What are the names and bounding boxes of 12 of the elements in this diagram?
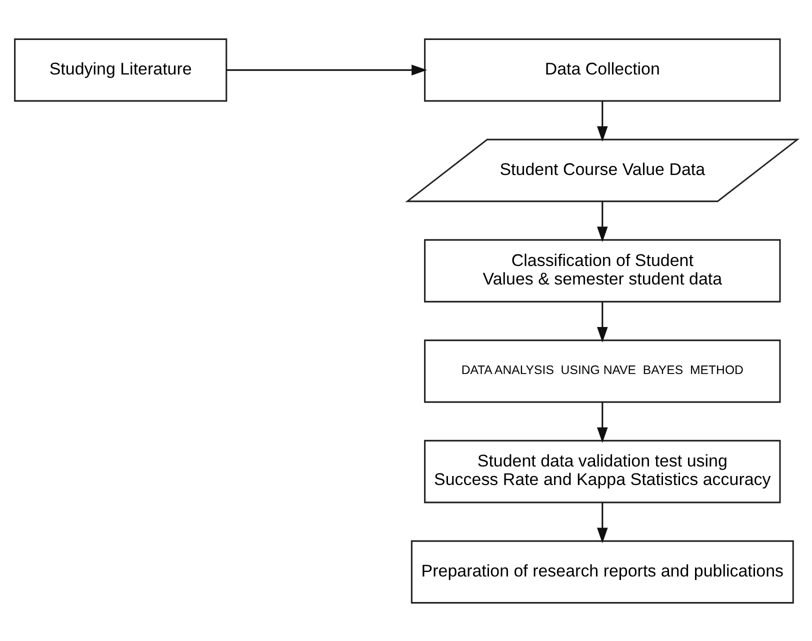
arrow	[597, 402, 608, 442]
arrow	[597, 502, 608, 543]
arrow	[597, 302, 608, 342]
node-box: DATA ANALYSIS USING NAVE BAYES METHOD	[424, 339, 781, 402]
node-box: Studying Literature	[14, 38, 228, 102]
node-box: Preparation of research reports and publications	[410, 540, 794, 604]
arrow	[597, 100, 608, 142]
node-box: Data Collection	[424, 38, 781, 102]
node-box: Student data validation test using Success Rate and Kappa Statistics accuracy	[424, 439, 781, 503]
arrow	[597, 201, 608, 242]
node-box: Classification of Student Values & semester student data	[424, 238, 781, 302]
arrow	[226, 64, 428, 75]
